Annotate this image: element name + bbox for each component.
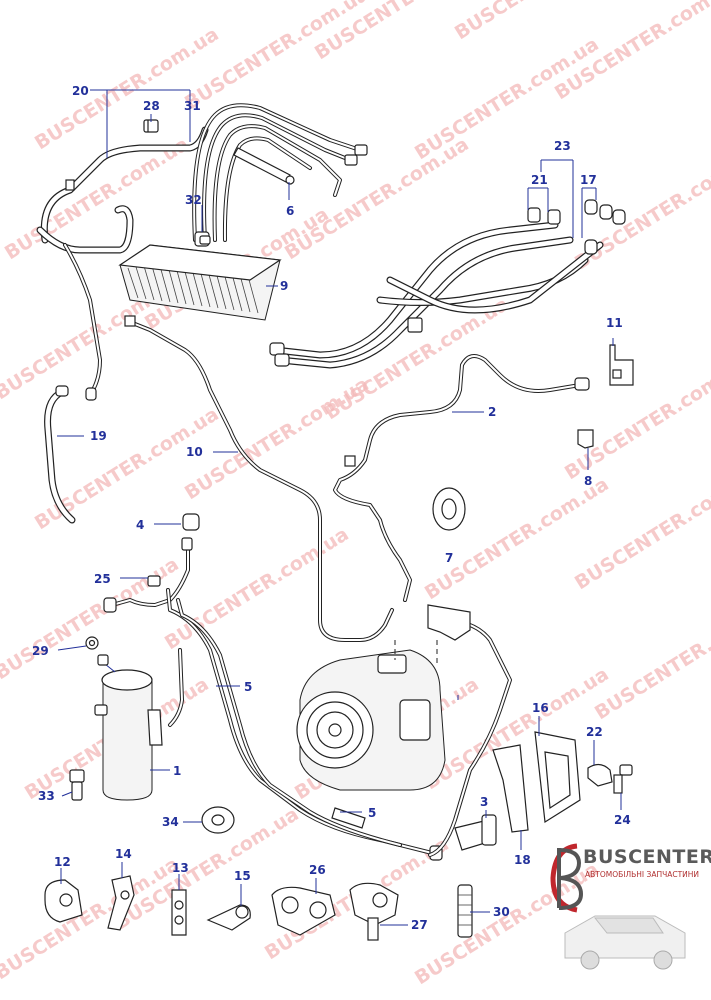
part-pipes-5 <box>103 537 443 861</box>
part-pipe-right <box>427 604 512 857</box>
logo-mark-icon <box>550 843 686 970</box>
callout-10: 10 <box>186 445 203 459</box>
callout-6: 6 <box>286 204 294 218</box>
leader-lines <box>57 89 622 926</box>
watermark: BUSCENTER.com.ua <box>0 553 183 684</box>
callout-18: 18 <box>514 853 531 867</box>
callout-16: 16 <box>532 701 549 715</box>
callout-15: 15 <box>234 869 251 883</box>
callout-31: 31 <box>184 99 201 113</box>
watermark: BUSCENTER.com.ua <box>591 593 711 724</box>
part-switch-33 <box>69 769 85 801</box>
part-hose-assembly-20 <box>36 126 209 401</box>
watermark: BUSCENTER.com.ua <box>561 353 711 484</box>
fitting-icon <box>65 179 75 191</box>
callout-12: 12 <box>54 855 71 869</box>
part-valve-3 <box>454 814 497 851</box>
part-compressor <box>296 640 446 791</box>
callout-3: 3 <box>480 795 488 809</box>
callout-30: 30 <box>493 905 510 919</box>
callout-17: 17 <box>580 173 597 187</box>
brand-name: BUSCENTER <box>583 846 711 868</box>
part-gasket-7 <box>432 487 466 531</box>
callout-9: 9 <box>280 279 288 293</box>
callout-24: 24 <box>614 813 631 827</box>
callout-4: 4 <box>136 518 144 532</box>
part-sensor-6 <box>233 147 295 185</box>
callout-23: 23 <box>554 139 571 153</box>
callout-20: 20 <box>72 84 89 98</box>
callout-33: 33 <box>38 789 55 803</box>
callout-28: 28 <box>143 99 160 113</box>
part-clip-27 <box>349 882 399 941</box>
part-clip-32 <box>194 231 211 247</box>
watermark: BUSCENTER.com.ua <box>451 0 643 44</box>
watermark: BUSCENTER.com.ua <box>181 0 373 114</box>
part-clip-13 <box>171 889 187 936</box>
part-hose-19 <box>44 385 76 524</box>
brand-tagline: АВТОМОБІЛЬНІ ЗАПЧАСТИНИ <box>585 870 700 879</box>
part-bracket-16 <box>534 731 581 824</box>
callout-2: 2 <box>488 405 496 419</box>
fitting-icon <box>85 387 97 401</box>
part-sleeve-30 <box>457 884 473 938</box>
callout-27: 27 <box>411 918 428 932</box>
callout-11: 11 <box>606 316 623 330</box>
part-pipe-bundle-31 <box>192 103 368 242</box>
part-hose-bundle-23 <box>269 199 626 369</box>
part-bracket-18 <box>492 744 529 833</box>
part-gasket-34 <box>201 806 235 834</box>
part-evaporator-9 <box>118 244 282 321</box>
watermark: BUSCENTER.com.ua <box>411 33 603 164</box>
callout-34: 34 <box>162 815 179 829</box>
callout-21: 21 <box>531 173 548 187</box>
part-clip-8 <box>577 429 594 449</box>
callout-8: 8 <box>584 474 592 488</box>
watermark: BUSCENTER.com.ua <box>0 853 183 984</box>
part-clip-15 <box>206 904 251 931</box>
callout-7: 7 <box>445 551 453 565</box>
part-clip-26 <box>271 886 336 936</box>
callout-5-lower: 5 <box>368 806 376 820</box>
callout-29: 29 <box>32 644 49 658</box>
callout-14: 14 <box>115 847 132 861</box>
part-clip-14 <box>107 875 135 931</box>
part-clip-12 <box>44 879 83 923</box>
watermark: BUSCENTER.com.ua <box>1 133 193 264</box>
callout-22: 22 <box>586 725 603 739</box>
part-pipe-10 <box>124 315 394 642</box>
callout-1: 1 <box>173 764 181 778</box>
callout-13: 13 <box>172 861 189 875</box>
callout-26: 26 <box>309 863 326 877</box>
callout-labels: 20 28 31 32 6 9 23 21 17 11 8 2 10 19 4 … <box>32 84 631 932</box>
callout-32: 32 <box>185 193 202 207</box>
part-nut-29 <box>85 636 99 650</box>
part-clamp-22 <box>587 763 613 787</box>
callout-5-upper: 5 <box>244 680 252 694</box>
part-receiver-drier-1 <box>94 654 163 801</box>
part-pipe-2 <box>333 354 590 602</box>
part-cap-4 <box>182 513 200 531</box>
callout-19: 19 <box>90 429 107 443</box>
callout-25: 25 <box>94 572 111 586</box>
part-fittings-17 <box>527 199 626 255</box>
part-bracket-11 <box>609 344 634 386</box>
buscenter-logo: BUSCENTER АВТОМОБІЛЬНІ ЗАПЧАСТИНИ <box>545 838 711 988</box>
part-bolt-24 <box>613 764 633 794</box>
